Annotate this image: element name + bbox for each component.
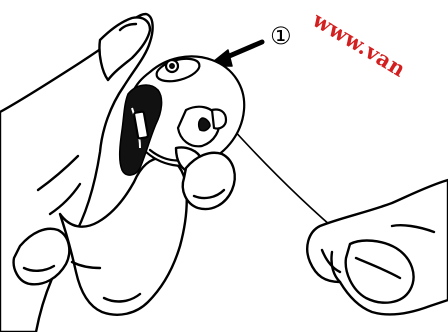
right-hand [307,180,448,314]
watermark-text: www.van [308,6,411,82]
watermark: www.van [308,6,411,82]
left-hand [0,14,187,332]
step-marker: ① [270,22,292,50]
